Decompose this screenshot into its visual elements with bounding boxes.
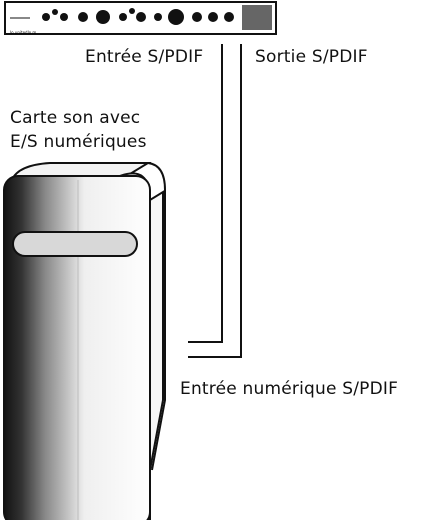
- knob-icon: [129, 8, 135, 14]
- label-digital-in: Entrée numérique S/PDIF: [180, 379, 399, 399]
- label-card-line1: Carte son avec: [10, 108, 141, 128]
- tower-side-edge: [147, 162, 166, 471]
- knob-icon: [224, 12, 234, 22]
- drive-bay: [12, 231, 138, 257]
- knob-icon: [119, 13, 127, 21]
- knob-icon: [42, 13, 50, 21]
- spdif-out-cable: [188, 44, 242, 358]
- knob-icon: [60, 13, 68, 21]
- knob-icon: [192, 12, 202, 22]
- knob-icon: [78, 12, 88, 22]
- knob-icon: [154, 13, 162, 21]
- tower-front: [3, 175, 151, 524]
- cables: [188, 44, 242, 358]
- knob-icon: [52, 9, 58, 15]
- knob-icon: [208, 12, 218, 22]
- label-card-line2: E/S numériques: [10, 132, 147, 152]
- device-brand-text: lo unitedlo mo: [10, 30, 36, 35]
- spdif-in-cable: [188, 44, 223, 343]
- label-spdif-in: Entrée S/PDIF: [85, 47, 204, 67]
- device-knobs: [42, 8, 234, 25]
- label-spdif-out: Sortie S/PDIF: [255, 47, 368, 67]
- external-device: [4, 1, 277, 35]
- knob-icon: [96, 10, 110, 24]
- device-display: [242, 5, 272, 30]
- knob-icon: [136, 12, 146, 22]
- knob-icon: [168, 9, 184, 25]
- computer-tower: [3, 162, 166, 524]
